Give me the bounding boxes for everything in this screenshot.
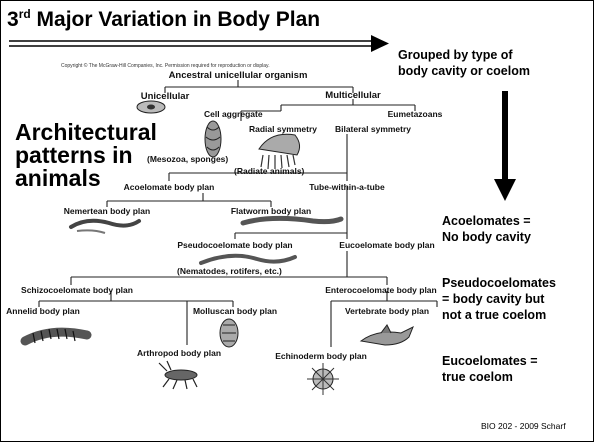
node-vertebrate: Vertebrate body plan bbox=[345, 306, 429, 316]
node-annelid: Annelid body plan bbox=[6, 306, 80, 316]
nemertean-illustration bbox=[71, 221, 139, 233]
node-schizocoelomate: Schizocoelomate body plan bbox=[21, 285, 133, 295]
grouped-note: Grouped by type of body cavity or coelom bbox=[398, 47, 530, 79]
nematode-illustration bbox=[201, 256, 295, 263]
arthropod-illustration bbox=[159, 361, 197, 389]
copyright-text: Copyright © The McGraw-Hill Companies, I… bbox=[61, 62, 270, 69]
node-nematodes: (Nematodes, rotifers, etc.) bbox=[177, 266, 282, 276]
eucoelomates-definition: Eucoelomates = true coelom bbox=[442, 353, 538, 385]
unicellular-organism-illustration bbox=[137, 101, 165, 113]
node-bilateral-symmetry: Bilateral symmetry bbox=[335, 124, 411, 134]
node-echinoderm: Echinoderm body plan bbox=[275, 351, 367, 361]
node-radiate: (Radiate animals) bbox=[234, 166, 305, 176]
molluscan-illustration bbox=[220, 319, 238, 347]
pseudocoelomates-definition: Pseudocoelomates = body cavity but not a… bbox=[442, 275, 556, 323]
node-eumetazoans: Eumetazoans bbox=[388, 109, 443, 119]
node-flatworm: Flatworm body plan bbox=[231, 206, 311, 216]
node-enterocoelomate: Enterocoelomate body plan bbox=[325, 285, 436, 295]
annelid-illustration bbox=[25, 329, 87, 343]
vertebrate-illustration bbox=[361, 325, 413, 345]
echinoderm-illustration bbox=[307, 363, 339, 395]
cell-aggregate-illustration bbox=[205, 121, 221, 157]
node-pseudocoelomate: Pseudocoelomate body plan bbox=[177, 240, 292, 250]
slide-title: 3rd Major Variation in Body Plan bbox=[7, 7, 320, 32]
down-arrow bbox=[494, 91, 516, 201]
node-arthropod: Arthropod body plan bbox=[137, 348, 221, 358]
footer-course-label: BIO 202 - 2009 Scharf bbox=[481, 421, 566, 431]
node-ancestral: Ancestral unicellular organism bbox=[169, 70, 308, 81]
node-tube: Tube-within-a-tube bbox=[309, 182, 385, 192]
radiate-animal-illustration bbox=[259, 134, 300, 169]
node-radial-symmetry: Radial symmetry bbox=[249, 124, 317, 134]
node-cell-aggregate: Cell aggregate bbox=[204, 109, 263, 119]
architectural-patterns-heading: Architectural patterns in animals bbox=[15, 121, 157, 190]
node-unicellular: Unicellular bbox=[141, 91, 190, 102]
flatworm-illustration bbox=[243, 218, 341, 223]
acoelomates-definition: Acoelomates = No body cavity bbox=[442, 213, 531, 245]
node-molluscan: Molluscan body plan bbox=[193, 306, 277, 316]
node-eucoelomate: Eucoelomate body plan bbox=[339, 240, 434, 250]
node-nemertean: Nemertean body plan bbox=[64, 206, 150, 216]
node-multicellular: Multicellular bbox=[325, 90, 381, 101]
title-arrow bbox=[9, 35, 389, 52]
